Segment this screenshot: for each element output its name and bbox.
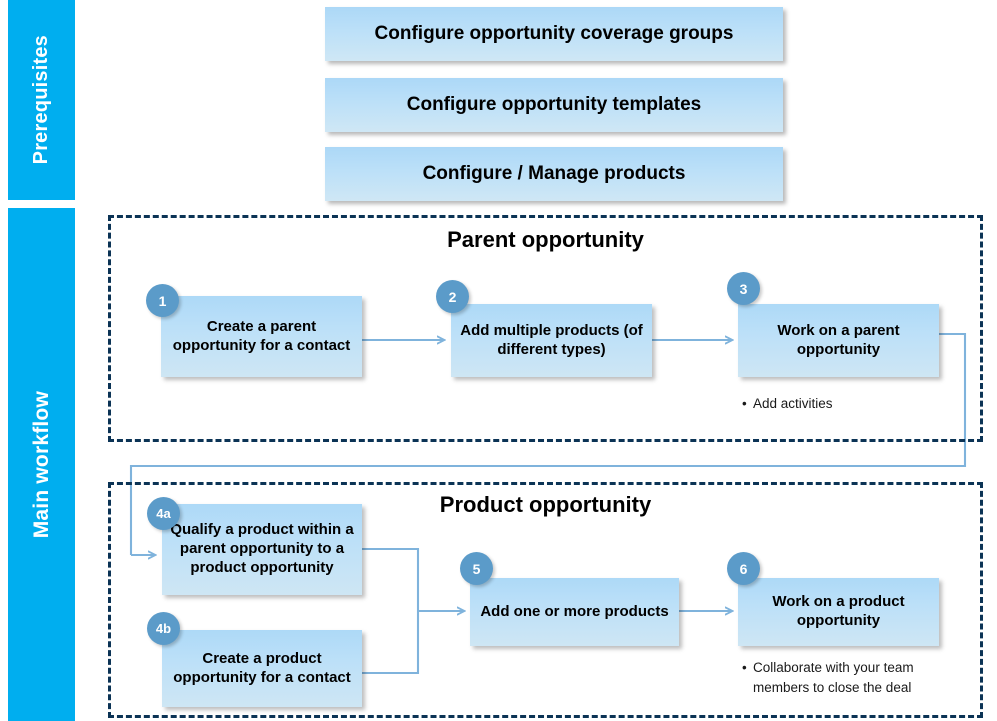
group-parent-opportunity: Parent opportunity xyxy=(108,215,983,442)
step-badge-2: 2 xyxy=(436,280,469,313)
note-text: Add activities xyxy=(753,396,833,411)
prerequisite-box-label: Configure opportunity coverage groups xyxy=(374,23,734,44)
step-box-create-product-opportunity[interactable]: Create a product opportunity for a conta… xyxy=(162,630,362,707)
group-product-title: Product opportunity xyxy=(439,492,652,517)
prerequisite-box-label: Configure / Manage products xyxy=(422,163,686,184)
prerequisite-box-products[interactable]: Configure / Manage products xyxy=(325,147,783,201)
step-box-add-one-or-more-products[interactable]: Add one or more products xyxy=(470,578,679,646)
step-box-label: Add multiple products (of different type… xyxy=(460,321,643,358)
band-main-workflow-label: Main workflow xyxy=(29,390,53,539)
group-product-opportunity: Product opportunity xyxy=(108,482,983,718)
step-box-label: Create a parent opportunity for a contac… xyxy=(172,317,351,354)
prerequisite-box-coverage-groups[interactable]: Configure opportunity coverage groups xyxy=(325,7,783,61)
prerequisite-box-label: Configure opportunity templates xyxy=(406,94,702,115)
note-collaborate: • Collaborate with your team members to c… xyxy=(742,658,942,697)
group-parent-title: Parent opportunity xyxy=(447,227,644,252)
band-main-workflow: Main workflow xyxy=(8,208,75,721)
step-box-label: Add one or more products xyxy=(480,602,669,620)
band-prerequisites: Prerequisites xyxy=(8,0,75,200)
step-box-label: Work on a parent opportunity xyxy=(777,321,900,358)
prerequisite-box-templates[interactable]: Configure opportunity templates xyxy=(325,78,783,132)
step-badge-5: 5 xyxy=(460,552,493,585)
step-box-label: Work on a product opportunity xyxy=(772,593,905,629)
step-box-qualify-product[interactable]: Qualify a product within a parent opport… xyxy=(162,504,362,595)
step-box-add-multiple-products[interactable]: Add multiple products (of different type… xyxy=(451,304,652,377)
note-add-activities: • Add activities xyxy=(742,394,972,414)
step-box-work-on-product-opportunity[interactable]: Work on a product opportunity xyxy=(738,578,939,646)
note-text: Collaborate with your team members to cl… xyxy=(753,660,914,695)
step-badge-6: 6 xyxy=(727,552,760,585)
step-badge-3: 3 xyxy=(727,272,760,305)
band-prerequisites-label: Prerequisites xyxy=(30,35,52,165)
step-box-label: Qualify a product within a parent opport… xyxy=(170,521,354,576)
step-badge-4b: 4b xyxy=(147,612,180,645)
step-box-label: Create a product opportunity for a conta… xyxy=(173,649,351,686)
step-box-work-on-parent-opportunity[interactable]: Work on a parent opportunity xyxy=(738,304,939,377)
step-badge-4a: 4a xyxy=(147,497,180,530)
step-box-create-parent-opportunity[interactable]: Create a parent opportunity for a contac… xyxy=(161,296,362,377)
bullet-icon: • xyxy=(742,396,747,411)
bullet-icon: • xyxy=(742,660,747,675)
step-badge-1: 1 xyxy=(146,284,179,317)
